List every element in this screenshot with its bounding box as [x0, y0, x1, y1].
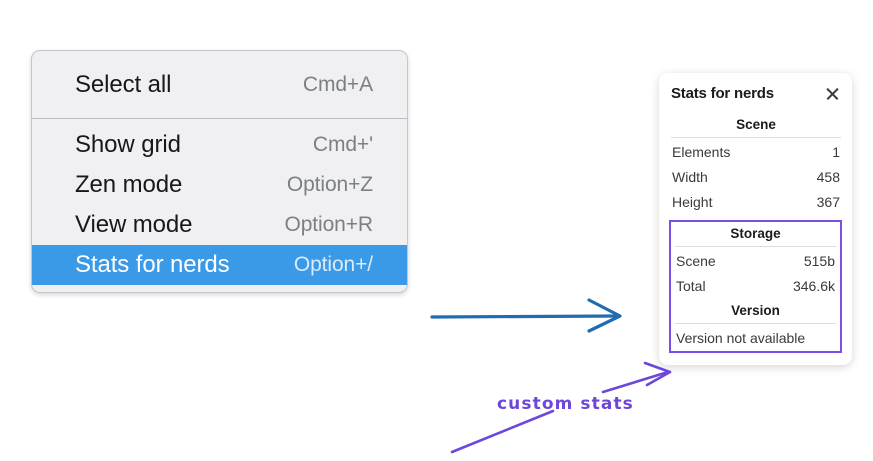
version-text: Version not available: [676, 329, 806, 346]
storage-divider: [675, 246, 836, 248]
stat-row: Total 346.6k: [675, 274, 836, 299]
storage-section: Storage Scene 515b Total 346.6k: [675, 222, 836, 299]
menu-item-label: Zen mode: [75, 171, 183, 198]
menu-group-1: Select all Cmd+A: [32, 51, 407, 118]
stat-label: Height: [672, 193, 713, 210]
menu-group-2: Show grid Cmd+' Zen mode Option+Z View m…: [32, 119, 407, 292]
stat-value: 367: [816, 193, 840, 210]
stats-panel-title: Stats for nerds: [671, 85, 774, 102]
scene-section: Scene Elements 1 Width 458 Height 367: [671, 113, 841, 214]
custom-stats-highlight-box: Storage Scene 515b Total 346.6k Version …: [669, 220, 842, 353]
blue-arrow-annotation: [430, 298, 622, 333]
stat-row: Height 367: [671, 190, 841, 215]
menu-item-zen-mode[interactable]: Zen mode Option+Z: [32, 165, 407, 205]
menu-separator: [32, 118, 407, 119]
stat-row: Elements 1: [671, 140, 841, 165]
scene-heading: Scene: [736, 117, 776, 132]
stats-for-nerds-panel: Stats for nerds Scene Elements 1 Width 4…: [659, 73, 852, 365]
menu-item-select-all[interactable]: Select all Cmd+A: [32, 65, 407, 105]
stat-label: Width: [672, 168, 708, 185]
purple-underline-annotation: [450, 409, 555, 454]
menu-item-label: Show grid: [75, 131, 181, 158]
close-icon[interactable]: [824, 85, 841, 102]
stat-label: Scene: [676, 253, 716, 270]
context-menu[interactable]: Select all Cmd+A Show grid Cmd+' Zen mod…: [31, 50, 408, 293]
stat-value: 458: [816, 168, 840, 185]
menu-item-shortcut: Cmd+': [312, 133, 373, 156]
menu-item-stats-for-nerds[interactable]: Stats for nerds Option+/: [32, 245, 407, 285]
menu-item-show-grid[interactable]: Show grid Cmd+': [32, 125, 407, 165]
menu-item-shortcut: Option+Z: [286, 173, 373, 196]
version-heading: Version: [731, 302, 780, 318]
storage-heading: Storage: [730, 226, 781, 242]
menu-item-view-mode[interactable]: View mode Option+R: [32, 205, 407, 245]
stat-value: 346.6k: [792, 278, 835, 294]
menu-item-label: Stats for nerds: [75, 251, 230, 278]
stat-label: Total: [676, 278, 706, 294]
stat-value: 515b: [803, 253, 835, 270]
menu-item-shortcut: Option+/: [293, 253, 373, 276]
stat-label: Elements: [672, 144, 731, 160]
stat-row: Width 458: [671, 165, 841, 190]
custom-stats-annotation-label: custom stats: [497, 394, 634, 414]
menu-item-shortcut: Option+R: [284, 213, 373, 236]
stat-row: Scene 515b: [675, 249, 836, 274]
menu-item-label: Select all: [75, 71, 172, 98]
menu-item-label: View mode: [75, 211, 193, 238]
stats-panel-header: Stats for nerds: [671, 85, 841, 102]
menu-item-shortcut: Cmd+A: [302, 73, 373, 96]
version-divider: [675, 322, 836, 324]
stat-value: 1: [832, 144, 840, 160]
version-section: Version Version not available: [675, 299, 836, 347]
scene-divider: [671, 137, 841, 138]
purple-arrow-annotation: [601, 361, 672, 394]
